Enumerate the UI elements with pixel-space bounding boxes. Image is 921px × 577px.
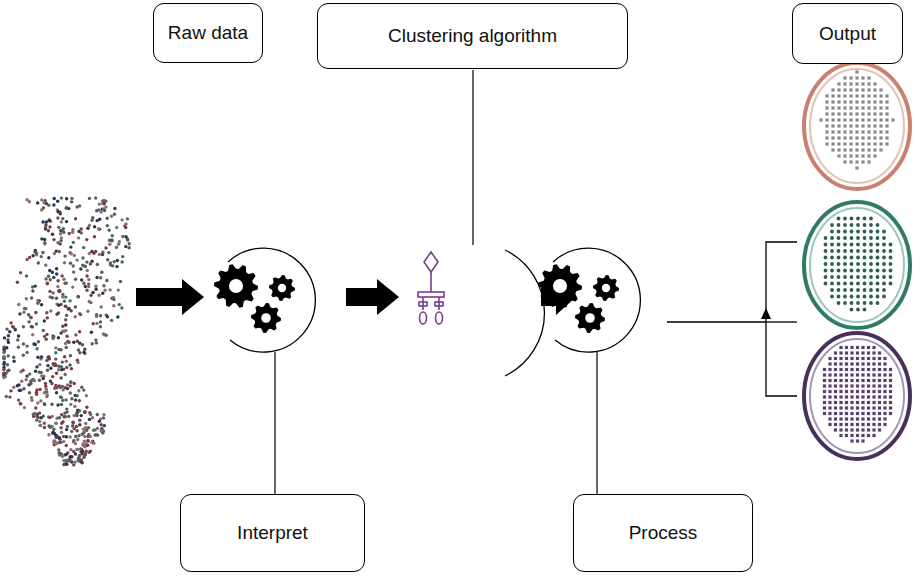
output-bracket: [667, 242, 797, 396]
label-box: Interpret: [180, 494, 365, 572]
box-label: Output: [819, 23, 876, 45]
box-label: Process: [629, 522, 698, 544]
label-box: Process: [573, 494, 753, 572]
output-clusters: [804, 63, 910, 459]
box-label: Clustering algorithm: [388, 25, 557, 47]
raw-data-points: [2, 196, 131, 466]
label-box: Clustering algorithm: [317, 3, 628, 69]
label-box: Raw data: [153, 3, 263, 63]
box-label: Interpret: [237, 522, 308, 544]
flow-arrows: [136, 279, 576, 315]
label-box: Output: [792, 3, 903, 64]
box-label: Raw data: [168, 22, 248, 44]
clustering-icon: [418, 252, 444, 324]
leader-lines: [275, 70, 597, 494]
stage-circles: [228, 248, 640, 376]
gear-icons: [214, 264, 619, 333]
bracket-arrowhead: [761, 308, 771, 319]
